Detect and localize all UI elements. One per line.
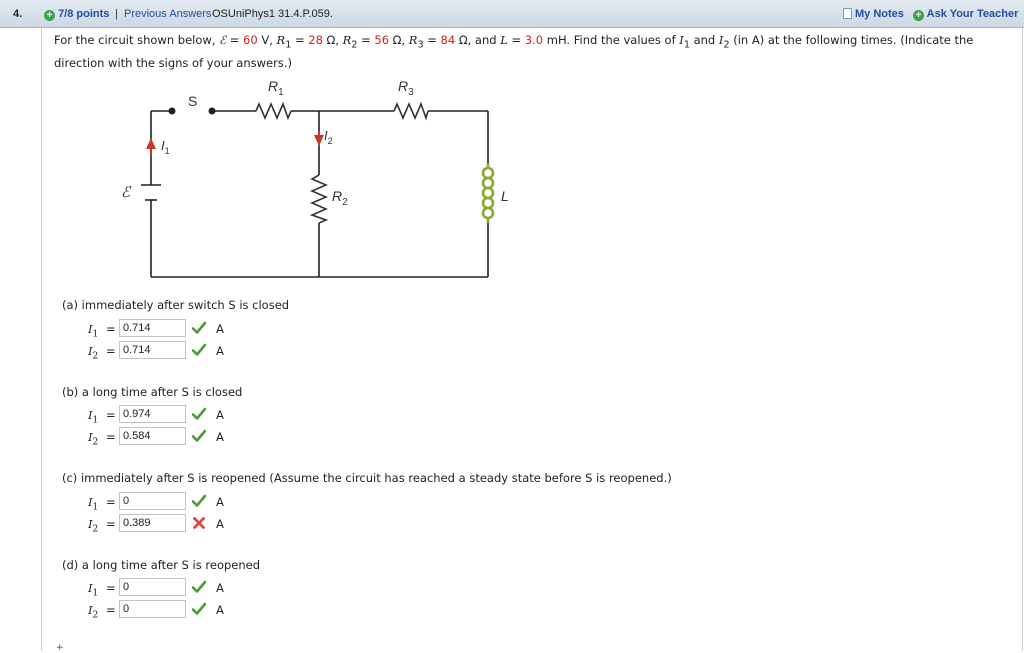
header-separator: | [115, 8, 118, 20]
l-value: 3.0 [524, 33, 544, 47]
check-icon [192, 494, 206, 507]
answer-input-c-i2[interactable]: 0.389 [119, 514, 186, 532]
answer-input-d-i2[interactable]: 0 [119, 600, 186, 618]
r3-value: 84 [440, 33, 456, 47]
question-header: 4. + 7/8 points | Previous Answers OSUni… [0, 0, 1024, 28]
ask-teacher-label: Ask Your Teacher [926, 8, 1019, 20]
current-arrow-i2 [314, 131, 324, 146]
content-left-border [41, 28, 42, 651]
check-icon [192, 407, 206, 420]
emf-value: 60 [243, 33, 258, 47]
i1-label: I1 [161, 138, 170, 156]
plus-circle-icon: + [44, 10, 55, 21]
current-arrow-i1 [146, 138, 156, 155]
switch-s [168, 107, 216, 115]
assignment-id: OSUniPhys1 31.4.P.059. [212, 8, 333, 20]
check-icon [192, 321, 206, 334]
i2-label: I2 [324, 128, 333, 146]
check-icon [192, 580, 206, 593]
ask-teacher-button[interactable]: + Ask Your Teacher [913, 8, 1018, 21]
part-a-label: (a) immediately after switch S is closed [62, 298, 290, 312]
check-icon [192, 343, 206, 356]
question-number: 4. [13, 8, 23, 20]
my-notes-button[interactable]: My Notes [843, 8, 904, 21]
plus-circle-icon: + [913, 10, 924, 21]
x-mark-icon [193, 517, 205, 529]
switch-label: S [188, 93, 197, 109]
resistor-r2 [309, 174, 329, 224]
r1-label: R1 [268, 78, 284, 98]
problem-statement: For the circuit shown below, ℰ = 60 V, R… [54, 33, 974, 71]
points-link[interactable]: + 7/8 points [44, 8, 109, 21]
r2-value: 56 [374, 33, 390, 47]
points-label: 7/8 points [58, 8, 110, 20]
note-icon [843, 8, 852, 19]
answer-input-b-i1[interactable]: 0.974 [119, 405, 186, 423]
r3-label: R3 [398, 78, 414, 98]
r1-value: 28 [308, 33, 323, 47]
answer-input-b-i2[interactable]: 0.584 [119, 427, 186, 445]
emf-label: ℰ [121, 183, 132, 201]
battery-emf [141, 184, 161, 201]
check-icon [192, 429, 206, 442]
my-notes-label: My Notes [855, 8, 904, 20]
footer-plus-mark[interactable]: + [56, 643, 64, 653]
previous-answers-link[interactable]: Previous Answers [124, 8, 212, 20]
resistor-r3 [393, 101, 429, 121]
emf-symbol: ℰ [219, 33, 227, 47]
resistor-r1 [255, 101, 292, 121]
content-right-border [1022, 28, 1023, 651]
part-d-label: (d) a long time after S is reopened [62, 558, 261, 572]
check-icon [192, 602, 206, 615]
answer-input-a-i1[interactable]: 0.714 [119, 319, 186, 337]
part-b-label: (b) a long time after S is closed [62, 385, 243, 399]
inductor-l [481, 163, 495, 223]
answer-input-d-i1[interactable]: 0 [119, 578, 186, 596]
answer-input-a-i2[interactable]: 0.714 [119, 341, 186, 359]
r2-label: R2 [332, 188, 348, 208]
part-c-label: (c) immediately after S is reopened (Ass… [62, 471, 672, 485]
circuit-diagram: S R1 R3 R2 ℰ I1 I2 L [121, 78, 509, 278]
answer-input-c-i1[interactable]: 0 [119, 492, 186, 510]
inductor-label: L [501, 188, 509, 204]
